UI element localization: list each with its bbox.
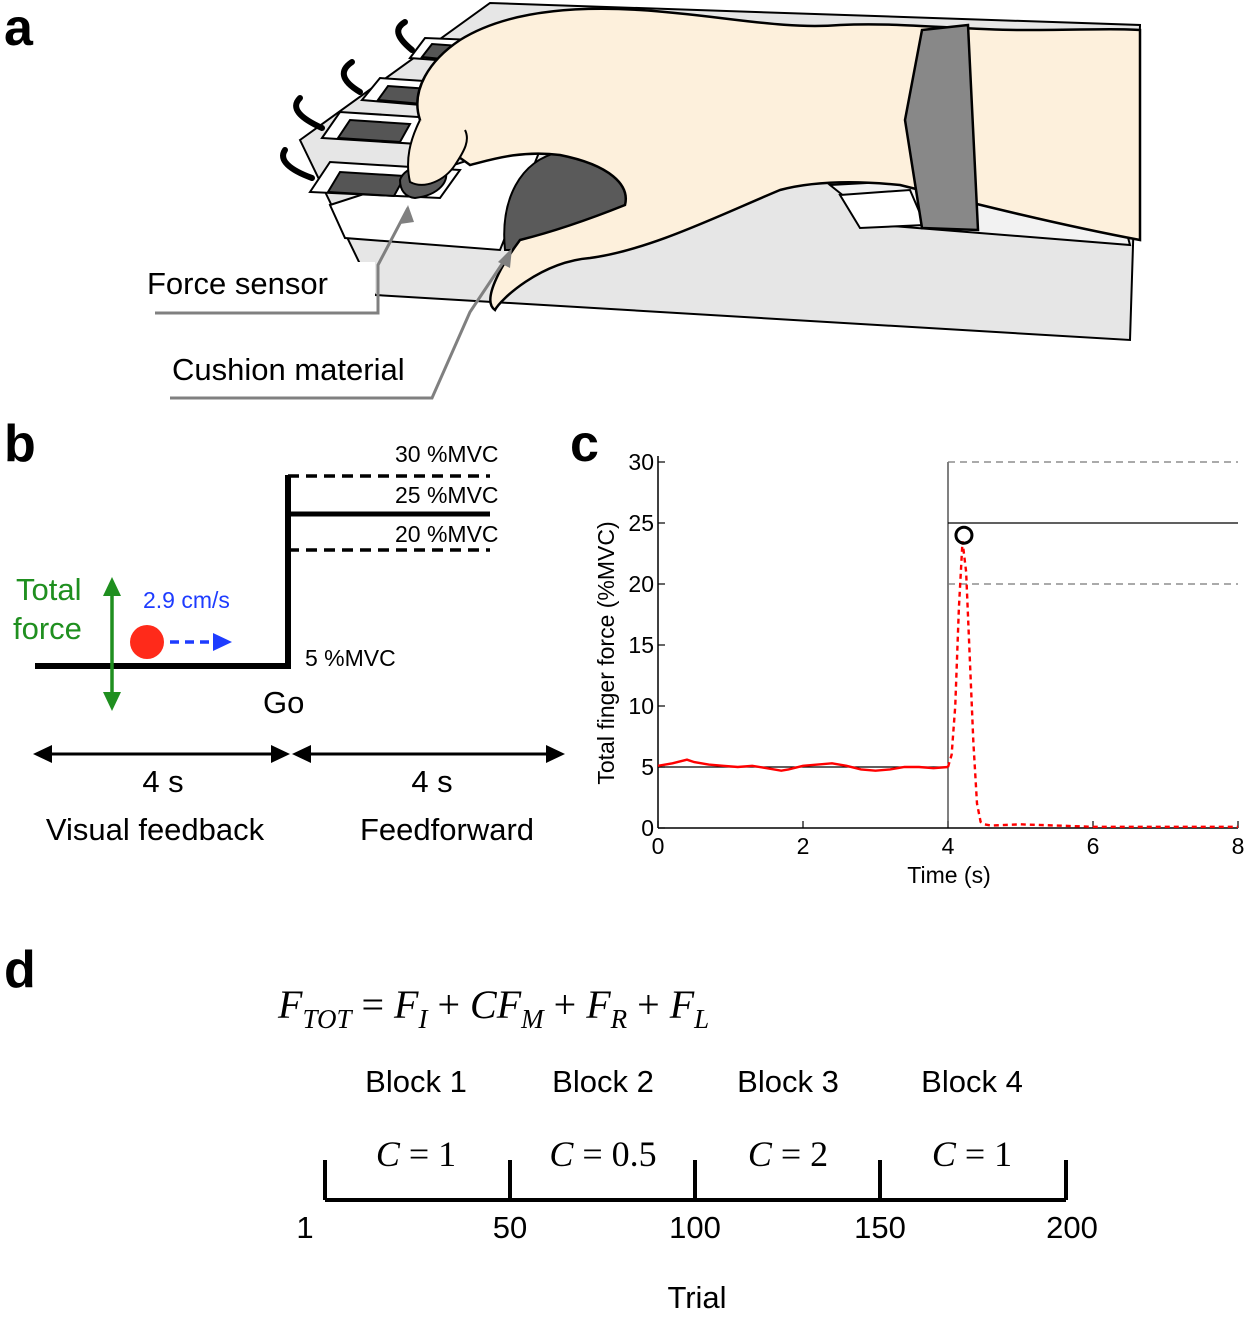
cushion-arrowhead (498, 248, 512, 268)
trial-label-150: 150 (854, 1210, 906, 1245)
cursor-dot (130, 625, 164, 659)
duration-2: 4 s (411, 764, 452, 799)
y-tick-label: 15 (628, 632, 654, 658)
panel-a-illustration: Force sensor Cushion material (140, 1, 1142, 400)
level-5-label: 5 %MVC (305, 645, 396, 671)
duration-1: 4 s (142, 764, 183, 799)
wrist-strap (903, 23, 980, 232)
force-sensor-arrowhead (400, 205, 414, 224)
panel-letter-a: a (4, 0, 33, 57)
block-2-c: C = 0.5 (549, 1134, 656, 1174)
block-4-c: C = 1 (932, 1134, 1012, 1174)
x-tick-label: 8 (1232, 833, 1245, 859)
trial-label-1: 1 (296, 1210, 313, 1245)
force-trace-feedback (657, 758, 949, 772)
block-3-name: Block 3 (737, 1064, 839, 1099)
phase-visual-feedback: Visual feedback (46, 812, 265, 847)
x-tick-label: 2 (797, 833, 810, 859)
y-tick-label: 5 (641, 754, 654, 780)
y-tick-label: 0 (641, 815, 654, 841)
cushion-material-label: Cushion material (172, 352, 405, 387)
block-1-name: Block 1 (365, 1064, 467, 1099)
trial-label-200: 200 (1046, 1210, 1098, 1245)
peak-marker (954, 525, 974, 545)
y-tick-label: 10 (628, 693, 654, 719)
cushion-pointer (170, 251, 512, 400)
block-2-name: Block 2 (552, 1064, 654, 1099)
panel-letter-d: d (4, 941, 36, 999)
total-force-label-2: force (13, 611, 82, 646)
level-30-label: 30 %MVC (395, 441, 499, 467)
block-3-c: C = 2 (748, 1134, 828, 1174)
force-sensor-label: Force sensor (147, 266, 328, 301)
y-tick-label: 30 (628, 449, 654, 475)
panel-letter-b: b (4, 415, 36, 473)
total-force-label-1: Total (16, 572, 81, 607)
force-trace-feedforward (946, 541, 1238, 828)
y-tick-label: 20 (628, 571, 654, 597)
speed-label: 2.9 cm/s (143, 587, 230, 613)
finger (407, 119, 468, 186)
level-20-label: 20 %MVC (395, 521, 499, 547)
level-25-label: 25 %MVC (395, 482, 499, 508)
trial-axis-label: Trial (667, 1280, 726, 1315)
block-1-c: C = 1 (376, 1134, 456, 1174)
panel-letter-c: c (570, 415, 599, 473)
panel-b-schematic: 30 %MVC 25 %MVC 20 %MVC 5 %MVC Go Total … (13, 441, 565, 847)
phase-feedforward: Feedforward (360, 812, 534, 847)
x-tick-label: 0 (652, 833, 665, 859)
trial-label-50: 50 (493, 1210, 527, 1245)
panel-d-design: FTOT = FI + CFM + FR + FL Block 1 Block … (277, 982, 1098, 1315)
trial-label-100: 100 (669, 1210, 721, 1245)
y-axis-label: Total finger force (%MVC) (593, 521, 619, 784)
block-4-name: Block 4 (921, 1064, 1023, 1099)
sensor-cables (280, 19, 415, 181)
equation: FTOT = FI + CFM + FR + FL (277, 982, 709, 1034)
panel-c-chart: 0 5 10 15 20 25 30 0 2 4 6 8 Time (s) Total finger … (593, 449, 1245, 888)
force-sensor-pointer (155, 207, 410, 315)
go-label: Go (263, 685, 304, 720)
y-tick-label: 25 (628, 510, 654, 536)
x-tick-label: 4 (942, 833, 955, 859)
x-axis-label: Time (s) (907, 862, 990, 888)
x-tick-label: 6 (1087, 833, 1100, 859)
